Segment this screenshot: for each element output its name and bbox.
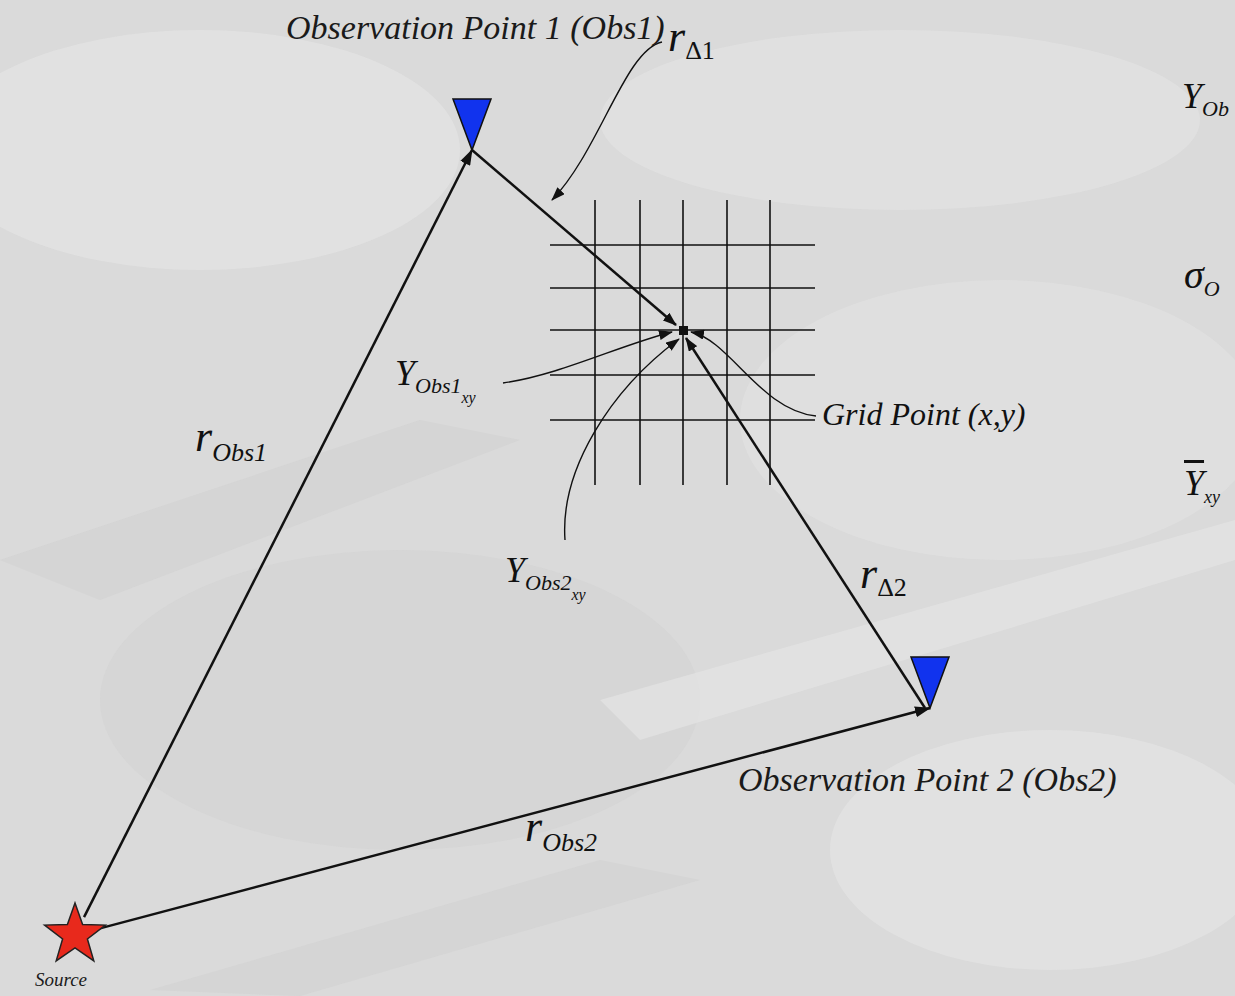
node-label: Source [35,968,88,991]
subscript: Obs2 [542,828,597,857]
symbol: σ [1184,252,1204,297]
subscript: Δ2 [877,573,907,602]
leader-line [503,332,672,383]
symbol: Y [395,353,415,393]
blue-triangle [911,657,949,708]
subscript: Obs1 [415,373,461,398]
vector-symbol: rΔ1 [668,15,715,64]
formula-fragment: σO [1184,255,1220,300]
vector-symbol: rObs2 [525,805,597,856]
subscript: Ob [1202,96,1229,121]
node-label: Observation Point 2 (Obs2) [738,760,1117,800]
subscript: Obs2 [525,570,571,595]
position-vector [94,708,930,930]
grid-point-label: Grid Point (x,y) [822,398,1026,430]
leader-line [691,332,816,416]
observation-marker [452,98,492,152]
source-star: Source [35,900,88,991]
symbol: Y [1182,76,1202,116]
symbol: r [860,549,877,598]
source-marker [40,900,110,970]
subscript: xy [571,586,585,603]
vector-symbol: rObs1 [195,415,267,466]
vector-symbol: rΔ2 [860,552,907,601]
position-vector [84,150,472,917]
leader-line [552,42,662,200]
node-label: Observation Point 1 (Obs1) [286,8,665,48]
delta-vector-1 [472,150,676,325]
observation-triangle: Observation Point 1 (Obs1) [286,8,665,48]
red-star [45,903,106,961]
symbol: Grid Point (x,y) [822,396,1026,432]
observation-triangle: Observation Point 2 (Obs2) [738,655,1117,800]
formula-fragment: Yxy [1184,465,1220,506]
leader-line [565,339,679,540]
symbol: r [195,412,212,461]
value-symbol: YObs1xy [395,355,476,406]
blue-triangle [453,99,491,150]
symbol: Y [505,550,525,590]
grid-point [679,326,688,335]
delta-vector-2 [686,338,925,708]
subscript: Δ1 [685,36,715,65]
observation-marker [910,656,950,710]
subscript: Obs1 [212,438,267,467]
symbol: r [525,802,542,851]
symbol: Y [1184,463,1204,503]
formula-fragment: YOb [1182,78,1229,120]
subscript: xy [1204,487,1220,507]
grid-lines [550,200,815,485]
symbol: r [668,12,685,61]
value-symbol: YObs2xy [505,552,586,603]
subscript: xy [461,389,475,406]
subscript: O [1204,276,1220,301]
